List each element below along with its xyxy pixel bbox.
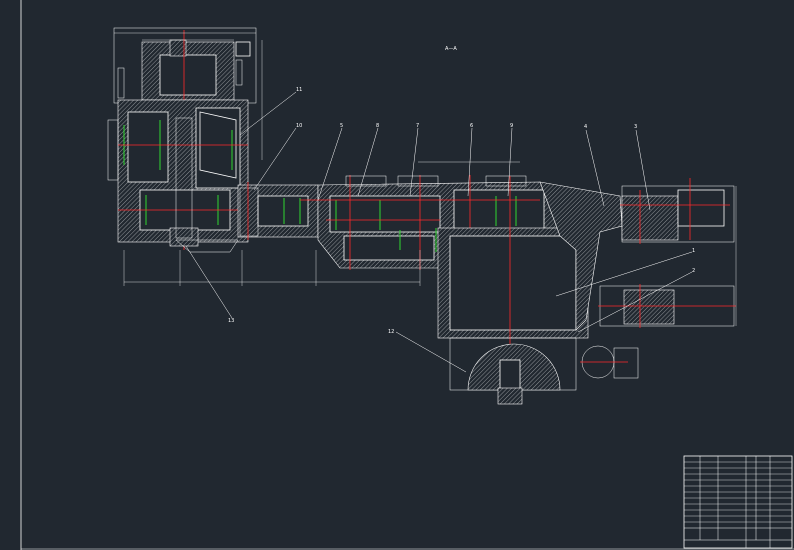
transmission-body: [300, 161, 561, 270]
right-arm-lower: [598, 186, 737, 328]
dimension-lines: [123, 250, 421, 286]
part-number-7: 7: [416, 123, 419, 129]
part-number-8: 8: [376, 123, 379, 129]
part-number-9: 9: [510, 123, 513, 129]
part-number-1: 1: [692, 248, 695, 254]
title-block-rows: [684, 461, 792, 523]
part-number-12: 12: [388, 329, 394, 335]
part-number-13: 13: [228, 318, 234, 324]
section-label: A—A: [445, 46, 457, 52]
title-block: [683, 455, 793, 549]
part-number-2: 2: [692, 268, 695, 274]
part-number-5: 5: [340, 123, 343, 129]
upper-gearbox: [113, 27, 263, 250]
part-number-4: 4: [584, 124, 587, 130]
gearbox-body: [107, 67, 300, 253]
shaft-housing: [237, 182, 319, 240]
leader-lines: [185, 91, 693, 373]
central-frame: [437, 176, 623, 400]
part-number-labels: 11 10 5 8 7 6 9 4 3 1 2 12 13: [228, 87, 695, 335]
right-arm-upper: [620, 178, 735, 244]
part-number-3: 3: [634, 124, 637, 130]
part-number-10: 10: [296, 123, 302, 129]
part-number-6: 6: [470, 123, 473, 129]
drawing-border: [20, 0, 794, 550]
bottom-turret: [449, 337, 639, 405]
part-number-11: 11: [296, 87, 302, 93]
